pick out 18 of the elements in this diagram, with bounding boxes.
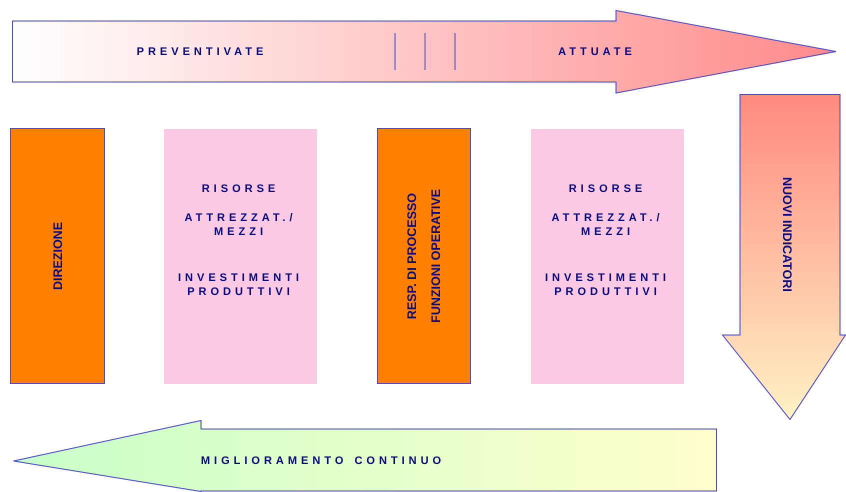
arrow-label: PREVENTIVATE (136, 45, 268, 59)
process-box (10, 128, 105, 384)
box-label: INVESTIMENTI PRODUTTIVI (544, 271, 671, 299)
box-label: RESP. DI PROCESSO (405, 192, 419, 320)
process-box (531, 129, 684, 384)
block-arrow (722, 94, 846, 420)
arrow-label: ATTUATE (557, 45, 637, 59)
box-label: ATTREZZAT./ MEZZI (550, 211, 665, 239)
box-label: ATTREZZAT./ MEZZI (183, 211, 298, 239)
box-label: RISORSE (568, 182, 648, 196)
edge-label: NUOVI INDICATORI (780, 177, 794, 292)
arrow-label: MIGLIORAMENTO CONTINUO (200, 454, 446, 468)
process-box (377, 128, 471, 384)
box-label: INVESTIMENTI PRODUTTIVI (176, 271, 304, 299)
box-label: FUNZIONI OPERATIVE (429, 189, 443, 323)
box-label: RISORSE (200, 182, 280, 196)
process-box (164, 129, 317, 384)
box-label: DIREZIONE (50, 222, 64, 290)
